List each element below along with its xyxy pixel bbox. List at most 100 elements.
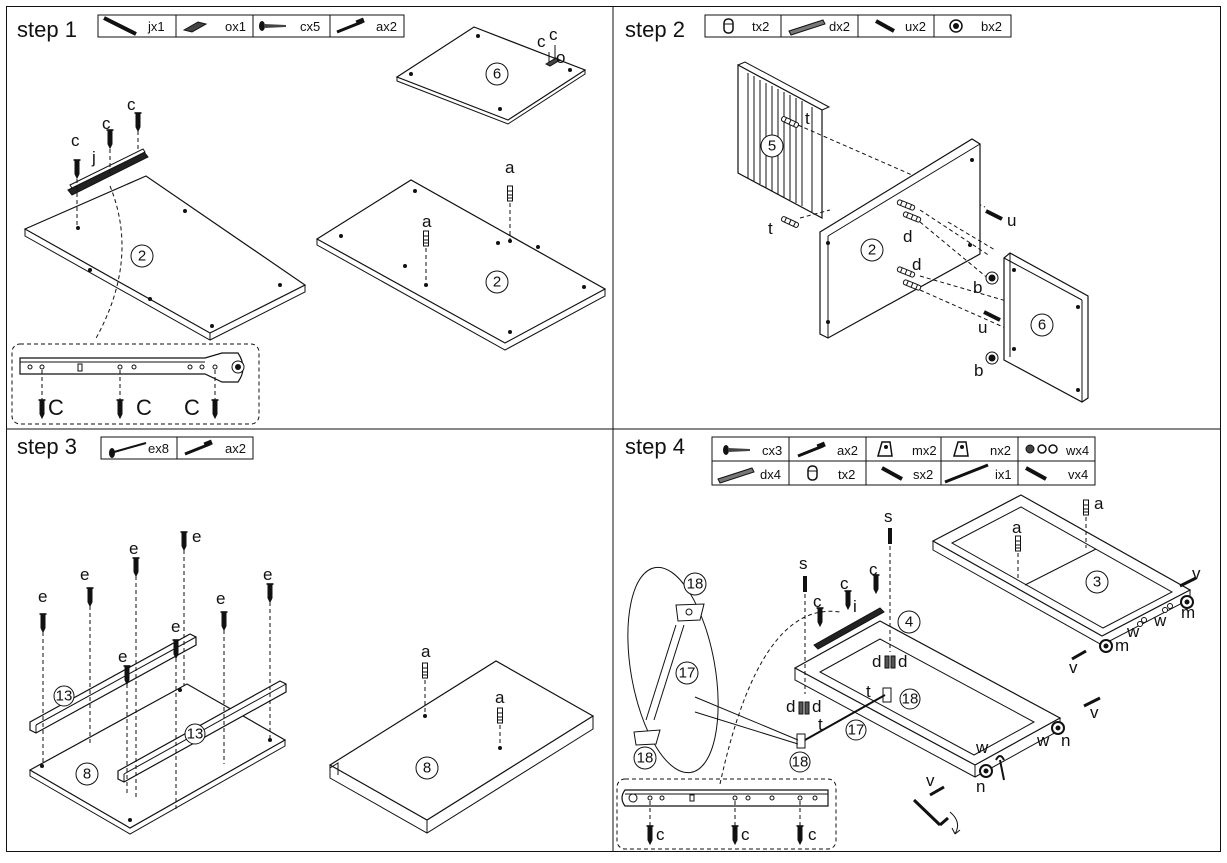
label-a-5: a xyxy=(1094,494,1104,513)
washer-w-icon xyxy=(1025,444,1058,454)
bolt-u-2 xyxy=(983,310,1001,322)
part-count-u: ux2 xyxy=(905,19,926,34)
rail-detail-inset-step4 xyxy=(616,778,837,850)
label-C-1: C xyxy=(48,395,64,420)
label-c-7: c xyxy=(840,574,849,593)
part-count-c-step4: cx3 xyxy=(762,443,782,458)
cam-b-2 xyxy=(985,351,999,365)
label-a-4: a xyxy=(495,688,505,707)
svg-text:3: 3 xyxy=(1093,574,1101,591)
panel-2-right: 2 xyxy=(315,179,607,351)
panel-2-left: 2 xyxy=(23,175,307,341)
step-2-diagram: 5 t t 2 d d u u xyxy=(737,61,1089,403)
screw-c-1 xyxy=(72,159,82,179)
label-d-3: d xyxy=(872,652,881,671)
svg-text:6: 6 xyxy=(1038,317,1046,334)
label-e-4: e xyxy=(192,527,201,546)
label-d-5: d xyxy=(786,697,795,716)
label-u-2: u xyxy=(978,318,987,337)
step-1-title: step 1 xyxy=(17,17,77,42)
allen-key-icon xyxy=(912,798,961,835)
label-c-5: c xyxy=(549,25,558,44)
svg-text:2: 2 xyxy=(138,248,146,265)
svg-text:4: 4 xyxy=(905,614,913,631)
label-w-2: w xyxy=(1126,622,1140,641)
label-v-3: v xyxy=(1090,703,1099,722)
label-c-4: c xyxy=(537,32,546,51)
label-c-8: c xyxy=(869,560,878,579)
rail-detail xyxy=(19,352,245,383)
wrench-icon xyxy=(995,755,1005,781)
rail-detail-inset xyxy=(11,343,260,425)
wood-screw-c-icon xyxy=(259,21,286,31)
svg-text:6: 6 xyxy=(493,66,501,83)
part-count-d: dx2 xyxy=(829,19,850,34)
label-a-3: a xyxy=(421,642,431,661)
label-e-6: e xyxy=(263,565,272,584)
step-4-parts-legend: cx3 ax2 mx2 nx2 wx4 dx4 tx2 sx2 ix1 vx4 xyxy=(711,436,1096,486)
label-j: j xyxy=(91,148,96,167)
label-w-3: w xyxy=(1036,731,1050,750)
label-c-9: c xyxy=(656,825,665,844)
label-t-1: t xyxy=(805,109,810,128)
caster-m-1 xyxy=(1180,595,1194,609)
caster-n-2 xyxy=(979,764,993,778)
step-3-parts-legend: ex8 ax2 xyxy=(100,436,254,460)
panel-2-center: 2 xyxy=(819,138,981,339)
part-count-b: bx2 xyxy=(981,19,1002,34)
label-d-6: d xyxy=(812,697,821,716)
step-3-title: step 3 xyxy=(17,434,77,459)
frame-3: 3 xyxy=(931,494,1192,646)
connector-bolt-a-icon xyxy=(184,439,213,456)
rail-13-back: 13 xyxy=(29,633,197,734)
screw-c-3 xyxy=(133,112,143,132)
part-count-d-step4: dx4 xyxy=(760,467,781,482)
rail-j xyxy=(67,148,149,196)
label-v-4: v xyxy=(926,771,935,790)
panel-18-b: 18 xyxy=(792,754,809,771)
label-w-1: w xyxy=(1153,611,1167,630)
label-w-4: w xyxy=(975,738,989,757)
part-count-a: ax2 xyxy=(376,19,397,34)
label-t-3: t xyxy=(866,682,871,701)
part-count-n: nx2 xyxy=(990,443,1011,458)
label-a-2: a xyxy=(422,212,432,231)
svg-text:13: 13 xyxy=(187,726,204,743)
label-s-1: s xyxy=(799,554,808,573)
label-v-2: v xyxy=(1069,658,1078,677)
label-n-2: n xyxy=(976,777,985,796)
connector-bolt-a-icon xyxy=(797,441,826,458)
caster-n-1 xyxy=(1051,721,1065,735)
bracket-o xyxy=(544,57,562,67)
barrel-nut-t-icon xyxy=(723,18,734,34)
part-count-m: mx2 xyxy=(912,443,937,458)
panel-number-2a xyxy=(130,244,154,268)
label-u-1: u xyxy=(1007,211,1016,230)
label-b-1: b xyxy=(973,278,982,297)
part-count-i: ix1 xyxy=(995,467,1012,482)
step-4-title: step 4 xyxy=(625,434,685,459)
cam-lock-b-icon xyxy=(949,19,963,33)
label-c-1: c xyxy=(71,131,80,150)
step-1-diagram: 2 j c c c C xyxy=(11,25,607,425)
part-count-w: wx4 xyxy=(1065,443,1089,458)
frame-4: 4 xyxy=(793,610,1062,778)
label-m-1: m xyxy=(1181,603,1195,622)
bolt-s-icon xyxy=(881,466,903,481)
panel-17-b: 17 xyxy=(679,665,696,682)
panel-6-side: 6 xyxy=(1003,252,1089,403)
panel-18-d: 18 xyxy=(637,750,654,767)
label-i: i xyxy=(853,597,857,616)
rail-i xyxy=(813,607,885,650)
label-c-11: c xyxy=(808,825,817,844)
barrel-nut-t-icon xyxy=(807,465,818,481)
label-n-1: n xyxy=(1061,731,1070,750)
part-count-t-step4: tx2 xyxy=(838,467,855,482)
bolt-u-1 xyxy=(985,209,1003,221)
part-count-t: tx2 xyxy=(752,19,769,34)
svg-text:5: 5 xyxy=(768,138,776,155)
svg-text:8: 8 xyxy=(423,760,431,777)
panel-8-right: 8 xyxy=(328,660,595,834)
